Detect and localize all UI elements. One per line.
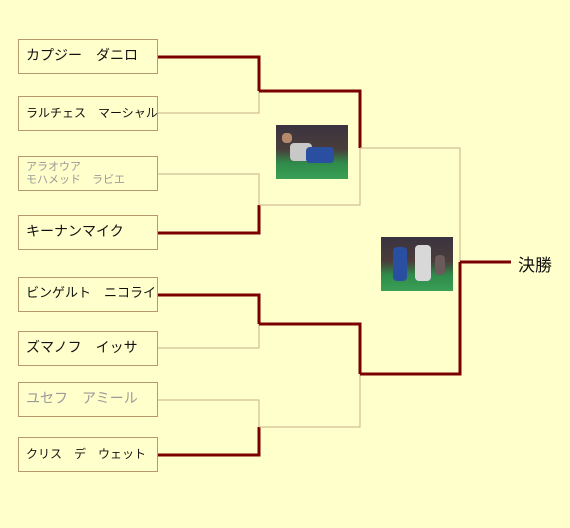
player-box: ユセフ アミール	[18, 382, 158, 417]
judoka-blue-figure	[306, 147, 334, 163]
player-name: クリス デ ウェット	[26, 446, 147, 461]
bracket-line-final-top	[360, 147, 461, 262]
player-box: キーナンマイク	[18, 215, 158, 250]
judoka-white-figure	[415, 245, 431, 281]
player-name: ユセフ アミール	[26, 391, 138, 408]
match-photo	[381, 237, 453, 291]
bracket-line-r1-m1-bottom	[158, 91, 260, 114]
bracket-line-r1-m3-top	[158, 293, 261, 324]
referee-figure	[435, 255, 445, 275]
player-box: ビンゲルト ニコライ	[18, 277, 158, 312]
player-name: ラルチェス マーシャル	[26, 105, 158, 120]
bracket-line-sf2-top	[259, 322, 362, 374]
bracket-line-r1-m2-top	[158, 173, 260, 205]
player-name: アラオウア モハメッド ラビエ	[26, 159, 125, 186]
bracket-line-r1-m1-top	[158, 55, 261, 91]
judoka-blue-figure	[393, 247, 407, 281]
player-box: ズマノフ イッサ	[18, 331, 158, 366]
bracket-line-final-bottom	[360, 262, 462, 376]
bracket-line-sf1-top	[259, 89, 362, 148]
player-box: アラオウア モハメッド ラビエ	[18, 156, 158, 191]
player-name: ビンゲルト ニコライ	[26, 286, 157, 302]
bracket-line-r1-m4-bottom	[158, 427, 261, 457]
player-box: カプジー ダニロ	[18, 39, 158, 74]
match-photo	[276, 125, 348, 179]
bracket-line-sf2-bottom	[259, 374, 361, 428]
bracket-line-sf1-bottom	[259, 148, 361, 206]
player-box: ラルチェス マーシャル	[18, 96, 158, 131]
bracket-line-r1-m4-top	[158, 399, 260, 427]
player-name: ズマノフ イッサ	[26, 340, 138, 357]
referee-figure	[282, 133, 292, 143]
player-box: クリス デ ウェット	[18, 437, 158, 472]
player-name: カプジー ダニロ	[26, 48, 138, 65]
bracket-line-r1-m3-bottom	[158, 324, 260, 349]
bracket-line-r1-m2-bottom	[158, 205, 261, 235]
final-label: 決勝	[518, 256, 552, 276]
player-name: キーナンマイク	[26, 224, 124, 241]
